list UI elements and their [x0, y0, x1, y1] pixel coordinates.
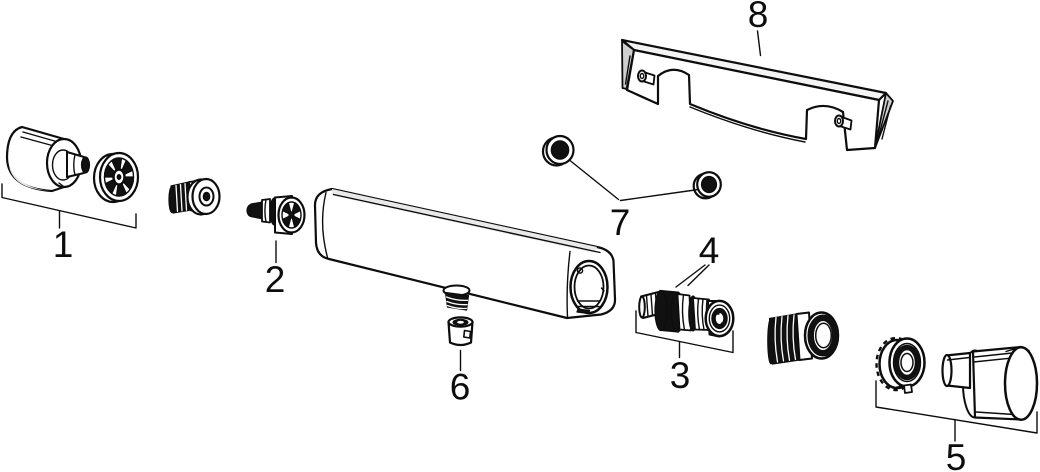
callout-1: 1: [53, 224, 74, 265]
callout-6: 6: [450, 367, 471, 408]
ring-nut: [875, 336, 926, 394]
handle-assembly: 1: [1, 125, 334, 265]
callout-7: 7: [610, 202, 631, 243]
outlet-nut: 6: [447, 316, 474, 408]
spindle-tip: [80, 156, 91, 174]
bracket-peg-left: [637, 69, 656, 86]
retaining-bushing: [767, 311, 840, 365]
thermostatic-cartridge: 3 4: [635, 230, 735, 396]
seal-left: [541, 134, 575, 167]
knob-assembly: 5: [875, 336, 1039, 472]
small-cartridge: 2: [246, 195, 306, 300]
bracket-peg-right: [834, 114, 853, 131]
outlet-stub: [442, 284, 471, 311]
leader-line-8: [756, 30, 762, 57]
bracket-3: [635, 310, 734, 359]
callout-3: 3: [670, 355, 691, 396]
seal-right: [692, 171, 722, 200]
bracket-1: [1, 183, 137, 229]
leader-lines-4: [675, 264, 710, 288]
callout-5: 5: [946, 437, 967, 472]
callout-2: 2: [265, 259, 286, 300]
adapter-disc: [92, 151, 140, 204]
knob: [941, 345, 1039, 421]
inlet-seals: 7: [541, 134, 722, 243]
handle-cylinder: [5, 125, 334, 193]
leader-lines-7: [569, 159, 700, 202]
flange-plug: [168, 177, 221, 216]
bracket-5: [875, 380, 1038, 442]
mixer-body: [313, 187, 617, 320]
callout-4: 4: [699, 230, 720, 271]
wall-bracket: 8: [620, 0, 894, 152]
callout-8: 8: [748, 0, 769, 35]
